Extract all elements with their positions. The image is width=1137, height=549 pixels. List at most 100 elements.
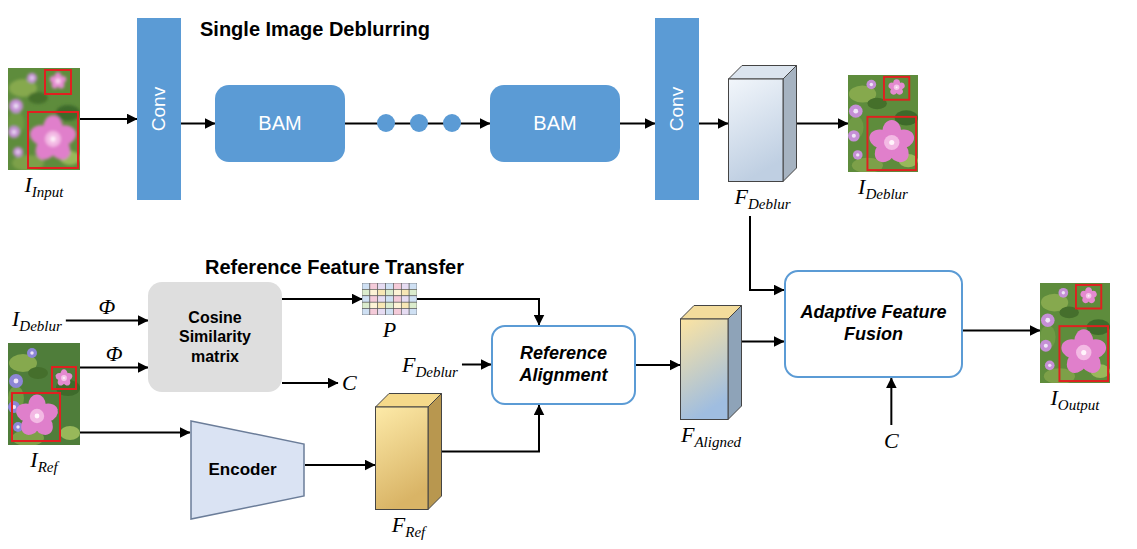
- box-label: Encoder: [208, 460, 276, 480]
- ellipsis-dot: [377, 114, 395, 132]
- drawing-part: [30, 76, 34, 80]
- drawing-part: [35, 414, 40, 419]
- drawing-part: [1062, 291, 1065, 294]
- flow-arrow: [417, 299, 539, 325]
- drawing-part: [28, 112, 78, 168]
- drawing-part: [1040, 283, 1110, 383]
- drawing-part: [409, 296, 417, 302]
- flow-arrow: [750, 216, 784, 290]
- panel-title-wrap: Reference Feature Transfer: [205, 256, 464, 279]
- drawing-part: [409, 302, 417, 308]
- drawing-part: [8, 126, 20, 138]
- math-subscript: Deblur: [748, 196, 791, 212]
- drawing-part: [61, 375, 67, 381]
- module-box: Reference Alignment: [491, 325, 636, 405]
- drawing-part: [14, 379, 19, 384]
- math-subscript: Deblur: [865, 186, 908, 202]
- panel-title-wrap: Single Image Deblurring: [200, 18, 430, 41]
- math-symbol: Φ: [99, 294, 116, 319]
- drawing-part: [9, 374, 23, 388]
- edge-label: Φ: [106, 341, 123, 367]
- drawing-part: [45, 131, 61, 147]
- bam-block: BAM: [215, 85, 345, 162]
- flow-arrow: [66, 320, 148, 322]
- math-subscript: Output: [1058, 397, 1100, 413]
- drawing-part: [378, 296, 386, 302]
- drawing-part: [386, 283, 394, 289]
- math-subscript: Aligned: [694, 434, 741, 450]
- drawing-part: [1040, 340, 1052, 352]
- figure-label: IRef: [30, 447, 57, 476]
- drawing-part: [884, 77, 909, 100]
- math-symbol: C: [342, 370, 357, 395]
- box-label: Adaptive Feature Fusion: [786, 302, 961, 345]
- figure-label: FRef: [392, 512, 425, 541]
- drawing-part: [681, 319, 729, 420]
- drawing-part: [63, 377, 65, 379]
- drawing-part: [393, 289, 401, 295]
- drawing-part: [60, 426, 80, 440]
- drawing-part: [848, 130, 860, 141]
- math-subscript: Deblur: [415, 364, 458, 380]
- drawing-part: [362, 283, 417, 315]
- drawing-part: [393, 283, 401, 289]
- drawing-part: [27, 348, 37, 358]
- free-label: FDeblur: [402, 352, 458, 381]
- math-subscript: Deblur: [19, 318, 62, 334]
- flow-arrow: [636, 364, 680, 366]
- image-thumbnail: IOutput: [1040, 283, 1110, 383]
- drawing-part: [856, 153, 859, 156]
- drawing-part: [428, 394, 442, 510]
- drawing-part: [1044, 344, 1048, 348]
- drawing-part: [1086, 293, 1092, 299]
- drawing-part: [362, 289, 370, 295]
- image-thumbnail-drawing: [8, 68, 80, 174]
- drawing-part: [728, 65, 797, 182]
- drawing-part: [362, 309, 370, 315]
- drawing-part: [401, 309, 409, 315]
- drawing-part: [401, 283, 409, 289]
- figure-label: P: [383, 317, 396, 343]
- image-thumbnail-drawing: [848, 75, 918, 176]
- correspondence-grid: P: [362, 283, 417, 315]
- feature-map: FAligned: [680, 305, 742, 420]
- drawing-part: [8, 68, 80, 170]
- drawing-part: [853, 109, 858, 114]
- feature-map-drawing: [728, 65, 797, 186]
- bam-block: BAM: [490, 85, 620, 162]
- image-thumbnail: IInput: [8, 68, 80, 170]
- drawing-part: [1076, 285, 1101, 309]
- flow-arrow: [620, 123, 655, 125]
- drawing-part: [378, 309, 386, 315]
- flow-arrow: [890, 378, 892, 425]
- free-label: Φ: [99, 294, 116, 320]
- drawing-part: [1088, 295, 1090, 297]
- drawing-part: [362, 302, 370, 308]
- panel-title: Single Image Deblurring: [200, 18, 430, 40]
- drawing-part: [378, 302, 386, 308]
- drawing-part: [393, 296, 401, 302]
- module-panel: Single Image DeblurringConvBAMBAMConvFDe…: [125, 2, 1030, 233]
- image-thumbnail-drawing: [8, 343, 80, 449]
- math-symbol: I: [12, 306, 19, 331]
- drawing-part: [894, 85, 900, 90]
- drawing-part: [1045, 318, 1050, 323]
- conv-layer: Conv: [137, 18, 181, 200]
- drawing-part: [1076, 345, 1091, 361]
- box-label: Reference Alignment: [493, 343, 634, 386]
- drawing-part: [16, 425, 20, 429]
- drawing-part: [1040, 283, 1110, 383]
- drawing-part: [896, 86, 898, 88]
- drawing-part: [386, 309, 394, 315]
- drawing-part: [57, 80, 59, 82]
- panel-title: Reference Feature Transfer: [205, 256, 464, 278]
- drawing-part: [9, 99, 23, 113]
- drawing-part: [680, 305, 742, 420]
- flow-arrow: [462, 364, 491, 366]
- drawing-part: [848, 75, 918, 172]
- box-label: Conv: [148, 87, 170, 131]
- ellipsis-dot: [443, 114, 461, 132]
- drawing-part: [866, 80, 876, 90]
- drawing-part: [867, 117, 916, 170]
- free-label: C: [884, 428, 899, 454]
